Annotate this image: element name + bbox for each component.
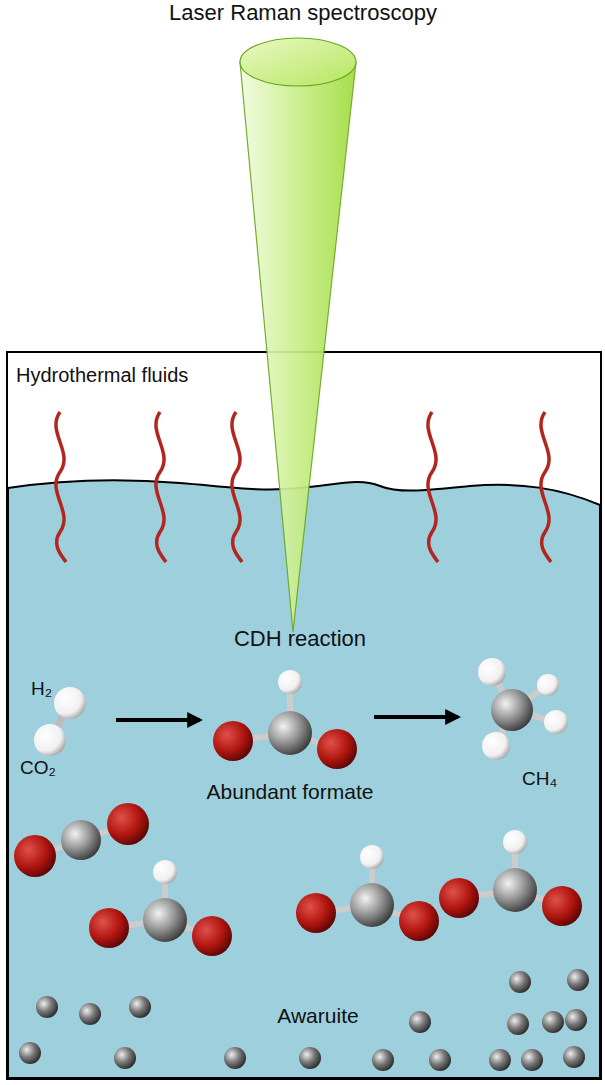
- molecule-label: Abundant formate: [207, 780, 374, 804]
- laser-beam: [240, 38, 356, 632]
- region-label: Hydrothermal fluids: [16, 364, 188, 387]
- co2-molecule: [14, 803, 149, 877]
- title: Laser Raman spectroscopy: [169, 0, 437, 25]
- methane-molecule: [478, 658, 568, 760]
- fluid: [8, 480, 600, 1078]
- awaruite-particles: [19, 969, 589, 1071]
- molecule-label: CH₄: [522, 768, 557, 790]
- formate-molecules: [89, 830, 582, 956]
- reaction-label: CDH reaction: [234, 626, 366, 651]
- formate-molecule: [213, 670, 357, 769]
- molecule-label: CO₂: [20, 757, 56, 779]
- molecule-label: H₂: [31, 678, 52, 700]
- mineral-label: Awaruite: [277, 1004, 358, 1028]
